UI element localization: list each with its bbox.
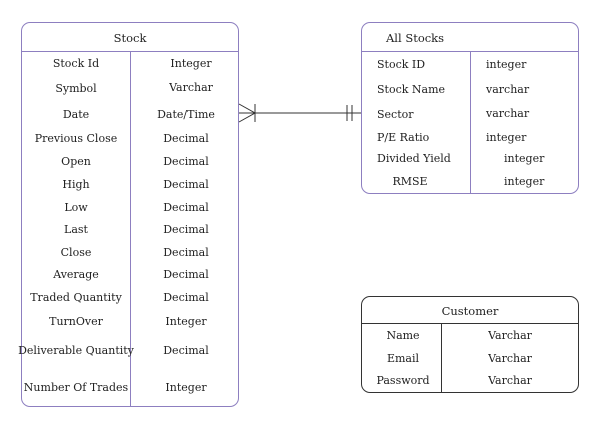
stock-attr-type: Decimal [163, 291, 209, 304]
all-stocks-attr-type: integer [504, 175, 545, 188]
stock-attr-name: Date [62, 108, 90, 121]
stock-column-divider [130, 51, 131, 406]
stock-attr-name: Number Of Trades [23, 381, 129, 394]
all-stocks-attr-name: Divided Yield [377, 152, 451, 165]
all-stocks-attr-name: Sector [377, 108, 414, 121]
stock-entity-title: Stock [113, 31, 147, 45]
stock-attr-type: Date/Time [157, 108, 215, 121]
stock-attr-type: Varchar [169, 81, 213, 94]
all-stocks-attr-name: Stock ID [377, 58, 426, 71]
customer-entity: Customer Name Varchar Email Varchar Pass… [361, 296, 579, 393]
stock-attr-type: Decimal [163, 344, 209, 357]
all-stocks-attr-name: Stock Name [377, 83, 446, 96]
customer-attr-type: Varchar [488, 374, 532, 387]
stock-attr-type: Decimal [163, 132, 209, 145]
stock-attr-type: Decimal [163, 223, 209, 236]
one-mandatory-icon [346, 105, 353, 121]
all-stocks-entity: All Stocks Stock ID integer Stock Name v… [361, 22, 579, 194]
all-stocks-attr-name: P/E Ratio [377, 131, 430, 144]
stock-attr-name: Symbol [55, 82, 97, 95]
stock-attr-name: Average [53, 268, 99, 281]
stock-attr-name: Last [64, 223, 88, 236]
stock-attr-name: Stock Id [52, 57, 100, 70]
stock-attr-name: Low [64, 201, 88, 214]
stock-attr-name: High [62, 178, 90, 191]
customer-attr-name: Email [386, 352, 420, 365]
many-crows-foot-icon [238, 103, 256, 123]
stock-attr-name: TurnOver [49, 315, 103, 328]
customer-column-divider [441, 323, 442, 392]
customer-attr-type: Varchar [488, 329, 532, 342]
stock-attr-name: Previous Close [34, 132, 118, 145]
customer-header-divider [362, 323, 578, 324]
all-stocks-attr-type: varchar [486, 107, 530, 120]
stock-attr-type: Decimal [163, 201, 209, 214]
all-stocks-column-divider [470, 51, 471, 193]
all-stocks-attr-type: integer [486, 131, 527, 144]
stock-attr-name: Traded Quantity [30, 291, 122, 304]
stock-attr-type: Integer [165, 381, 207, 394]
stock-entity: Stock Stock Id Integer Symbol Varchar Da… [18, 22, 239, 407]
all-stocks-attr-type: integer [504, 152, 545, 165]
customer-attr-name: Password [376, 374, 430, 387]
stock-attr-type: Decimal [163, 268, 209, 281]
stock-attr-name: Open [61, 155, 91, 168]
stock-attr-type: Decimal [163, 246, 209, 259]
stock-attr-type: Integer [165, 315, 207, 328]
customer-attr-name: Name [386, 329, 420, 342]
all-stocks-attr-type: varchar [486, 83, 530, 96]
stock-attr-type: Decimal [163, 155, 209, 168]
stock-attr-type: Decimal [163, 178, 209, 191]
all-stocks-entity-title: All Stocks [386, 31, 445, 45]
all-stocks-attr-name: RMSE [392, 175, 428, 188]
customer-entity-title: Customer [441, 304, 499, 318]
stock-attr-type: Integer [170, 57, 212, 70]
all-stocks-attr-type: integer [486, 58, 527, 71]
customer-attr-type: Varchar [488, 352, 532, 365]
stock-attr-name: Deliverable Quantity [18, 344, 134, 357]
stock-attr-name: Close [60, 246, 92, 259]
